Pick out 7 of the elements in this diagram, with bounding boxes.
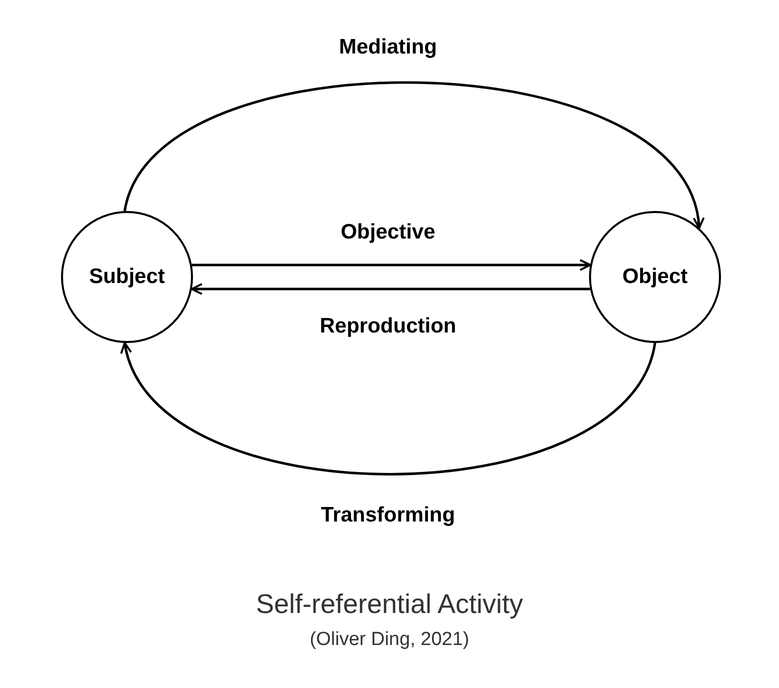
node-label: Subject <box>89 264 165 290</box>
arrow <box>122 342 656 476</box>
node-label: Object <box>622 264 688 290</box>
attribution-note: (Oliver Ding, 2021) <box>310 628 470 652</box>
arrow <box>124 82 702 229</box>
caption: Self-referential Activity <box>256 588 524 621</box>
arrow <box>192 258 592 271</box>
